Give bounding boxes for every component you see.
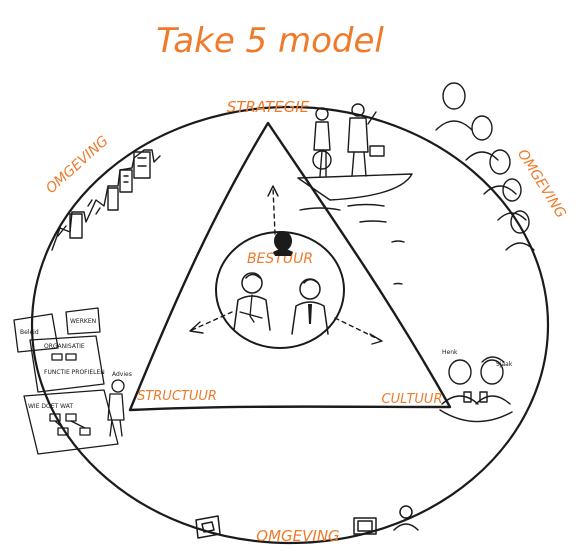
label-bestuur: BESTUUR: [247, 251, 313, 267]
note-advies: Advies: [112, 371, 132, 378]
dashed-arrows: [189, 185, 383, 345]
environment-circle: [30, 105, 550, 545]
note-sjaak: Sjaak: [496, 361, 513, 368]
governance-head-icon: [273, 231, 293, 256]
culture-people-sketch: Henk Sjaak: [439, 349, 513, 423]
note-werken: WERKEN: [70, 318, 96, 325]
note-beleid: Beleid: [20, 329, 39, 336]
ship-leaders-sketch: [297, 103, 413, 285]
note-wie-doet-wat: WIE DOET WAT: [28, 403, 73, 410]
note-henk: Henk: [442, 349, 458, 356]
label-structuur: STRUCTUUR: [137, 389, 217, 404]
label-omgeving-bottom: OMGEVING: [256, 527, 339, 545]
label-omgeving-left: OMGEVING: [43, 133, 112, 197]
diagram-title: Take 5 model: [156, 21, 384, 61]
note-functie-profielen: FUNCTIE PROFIELEN: [44, 369, 105, 376]
board-members-sketch: [233, 272, 329, 335]
note-organisatie: ORGANISATIE: [44, 343, 85, 350]
environment-devices-sketch: [195, 505, 419, 539]
structure-documents-sketch: Beleid WERKEN ORGANISATIE FUNCTIE PROFIE…: [13, 307, 132, 455]
city-skyline-sketch: [51, 149, 161, 251]
label-strategie: STRATEGIE: [227, 98, 310, 116]
label-omgeving-right: OMGEVING: [514, 147, 569, 222]
stakeholders-sketch: [435, 82, 535, 251]
label-cultuur: CULTUUR: [382, 392, 443, 407]
core-triangle: [128, 121, 452, 412]
